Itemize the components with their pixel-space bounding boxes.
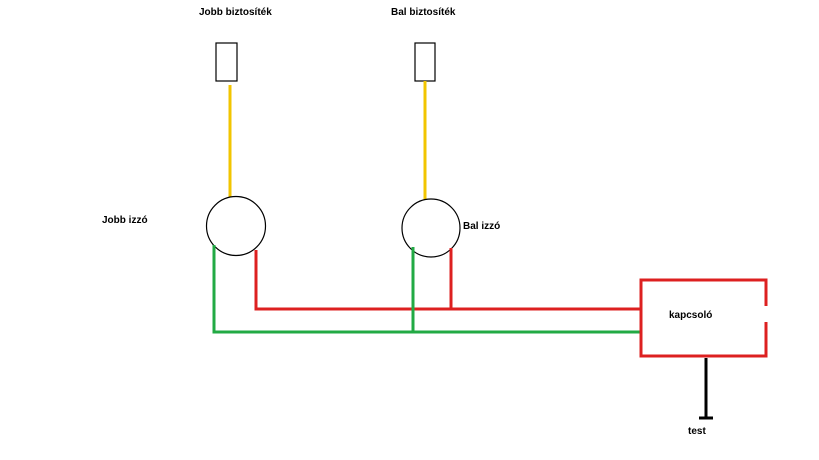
right-fuse — [215, 42, 238, 82]
switch-label: kapcsoló — [669, 310, 713, 321]
green-wire — [212, 245, 641, 334]
left-fuse — [414, 42, 436, 82]
left-bulb-label: Bal izzó — [463, 221, 501, 232]
right-bulb — [205, 195, 267, 257]
switch-box — [639, 278, 768, 358]
right-bulb-label: Jobb izzó — [102, 215, 148, 226]
left-bulb — [401, 198, 461, 258]
right-fuse-label: Jobb biztosíték — [199, 7, 272, 18]
red-wire — [254, 250, 641, 311]
left-fuse-label: Bal biztosíték — [391, 7, 456, 18]
ground-label: test — [688, 426, 706, 437]
